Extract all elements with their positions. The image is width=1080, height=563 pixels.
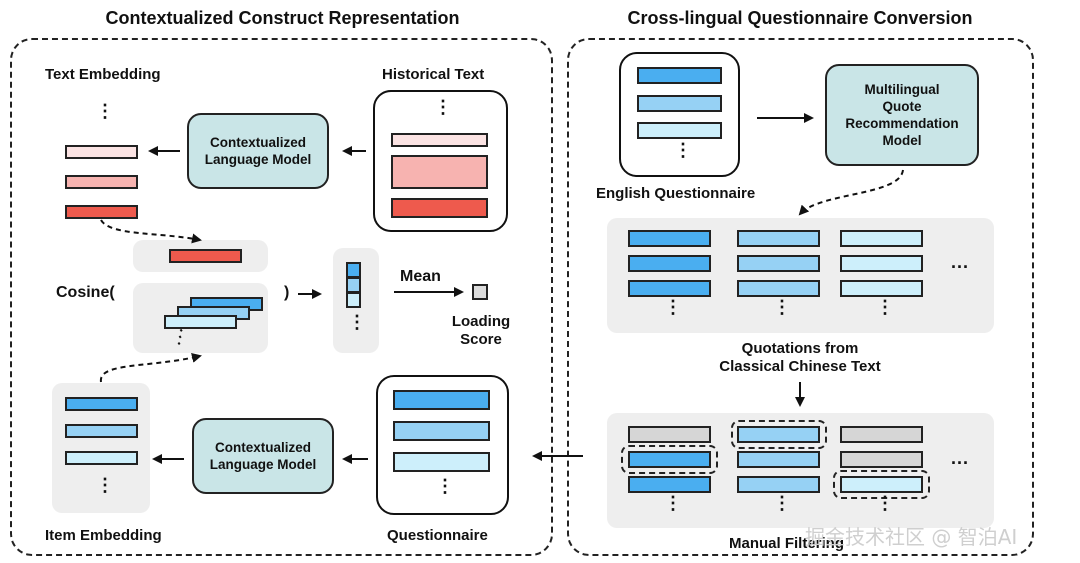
quotation-c1-bar2	[628, 255, 711, 272]
english-questionnaire-bar-light	[637, 122, 722, 139]
historical-text-label: Historical Text	[382, 66, 485, 83]
text-embedding-bar-strong	[65, 205, 138, 219]
manual-filtering-label: Manual Filtering	[729, 535, 845, 552]
english-questionnaire-label: English Questionnaire	[596, 185, 756, 202]
score-column-dots: ⋮	[348, 312, 366, 332]
english-questionnaire-bar-strong	[637, 67, 722, 84]
item-embedding-dots: ⋮	[96, 475, 114, 495]
quotation-c2-bar3	[737, 280, 820, 297]
filter-c2-dots: ⋮	[773, 493, 791, 513]
right-panel	[567, 38, 1034, 556]
left-panel-title: Contextualized Construct Representation	[105, 8, 460, 28]
multilingual-model-label: Multilingual Quote Recommendation Model	[845, 82, 959, 148]
filter-c3-bar1	[840, 426, 923, 443]
historical-text-bar-mid	[391, 155, 488, 189]
quotation-c3-bar1	[840, 230, 923, 247]
historical-text-bar-light	[391, 133, 488, 147]
item-embedding-bar-light	[65, 451, 138, 465]
english-questionnaire-dots: ⋮	[674, 140, 692, 160]
filter-c3-bar2	[840, 451, 923, 468]
historical-text-dots: ⋮	[434, 97, 452, 117]
cosine-close-paren: )	[284, 284, 290, 301]
top-contextualized-language-model: Contextualized Language Model	[187, 113, 329, 189]
quotations-label: Quotations from Classical Chinese Text	[719, 340, 881, 375]
filter-c1-bar3	[628, 476, 711, 493]
score-cell-3	[346, 292, 361, 308]
left-panel	[10, 38, 553, 556]
historical-text-bar-strong	[391, 198, 488, 218]
score-cell-1	[346, 262, 361, 278]
quotation-c2-bar1	[737, 230, 820, 247]
filter-c1-selection	[621, 445, 718, 474]
quotation-c3-bar2	[840, 255, 923, 272]
filter-c1-dots: ⋮	[664, 493, 682, 513]
filter-c3-bar3	[840, 476, 923, 493]
item-embedding-label: Item Embedding	[45, 527, 162, 544]
quotation-c3-dots: ⋮	[876, 297, 894, 317]
item-embedding-bar-mid	[65, 424, 138, 438]
text-embedding-dots: ⋮	[96, 101, 114, 121]
right-panel-title: Cross-lingual Questionnaire Conversion	[627, 8, 973, 28]
loading-score-label: Loading Score	[451, 313, 511, 348]
text-embedding-bar-light	[65, 145, 138, 159]
quotation-c1-bar3	[628, 280, 711, 297]
top-model-label: Contextualized Language Model	[204, 135, 312, 167]
questionnaire-bar-mid	[393, 421, 490, 441]
bottom-contextualized-language-model: Contextualized Language Model	[192, 418, 334, 494]
filter-c1-bar1	[628, 426, 711, 443]
filter-c2-bar3	[737, 476, 820, 493]
text-embedding-bar-mid	[65, 175, 138, 189]
quotation-c2-dots: ⋮	[773, 297, 791, 317]
watermark: 掘金技术社区 @ 智泊AI	[805, 525, 1018, 549]
questionnaire-bar-strong	[393, 390, 490, 410]
filter-c2-bar2	[737, 451, 820, 468]
text-embedding-label: Text Embedding	[45, 66, 161, 83]
filter-c1-bar2	[628, 451, 711, 468]
cosine-item-bar-front	[164, 315, 237, 329]
filter-more-dots: ...	[951, 448, 970, 468]
loading-score-square	[472, 284, 488, 300]
multilingual-quote-recommendation-model: Multilingual Quote Recommendation Model	[825, 64, 979, 166]
bottom-model-label: Contextualized Language Model	[209, 440, 317, 472]
quotation-c3-bar3	[840, 280, 923, 297]
item-embedding-bar-strong	[65, 397, 138, 411]
filter-c2-selection	[731, 420, 827, 449]
mean-label: Mean	[400, 268, 441, 285]
filter-c3-dots: ⋮	[876, 493, 894, 513]
cosine-label: Cosine(	[56, 284, 115, 301]
quotation-c2-bar2	[737, 255, 820, 272]
questionnaire-bar-light	[393, 452, 490, 472]
questionnaire-label: Questionnaire	[387, 527, 488, 544]
filter-c3-selection	[833, 470, 930, 499]
quotation-c1-bar1	[628, 230, 711, 247]
score-cell-2	[346, 277, 361, 293]
filter-c2-bar1	[737, 426, 820, 443]
cosine-text-embedding-bar	[169, 249, 242, 263]
english-questionnaire-bar-mid	[637, 95, 722, 112]
quotation-c1-dots: ⋮	[664, 297, 682, 317]
questionnaire-dots: ⋮	[436, 476, 454, 496]
quotations-more-dots: ...	[951, 252, 970, 272]
